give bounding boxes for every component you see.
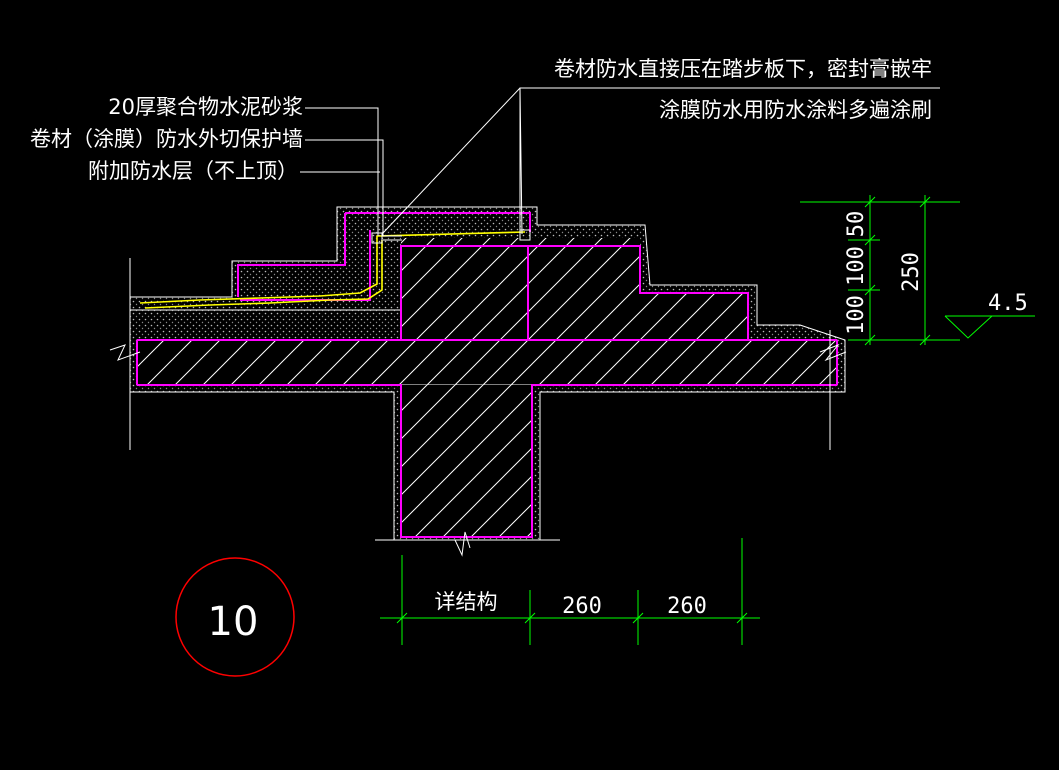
leader-lines [300,87,940,236]
dim-100-upper: 100 [844,246,869,286]
membrane-line [139,231,526,309]
horizontal-dimensions [380,538,760,645]
elevation-value: 4.5 [988,291,1028,316]
concrete-column [401,385,532,537]
dim-260-a: 260 [562,594,602,619]
dim-50: 50 [844,211,869,238]
detail-number: 10 [208,599,259,645]
dim-250: 250 [899,252,924,292]
dim-260-b: 260 [667,594,707,619]
coating-note-label: 涂膜防水用防水涂料多遍涂刷 [659,98,932,122]
concrete-slab [136,339,838,386]
extra-layer-label: 附加防水层（不上顶） [88,159,298,183]
protect-wall-label: 卷材（涂膜）防水外切保护墙 [30,127,303,151]
concrete-steps [401,238,748,340]
membrane-note-label: 卷材防水直接压在踏步板下，密封膏嵌牢 [554,57,932,81]
detail-callout-circle [175,557,295,677]
elevation-symbol [944,315,1035,339]
vertical-dimensions [800,195,960,346]
mortar-label: 20厚聚合物水泥砂浆 [108,95,303,119]
dim-structure: 详结构 [435,590,498,614]
dim-100-lower: 100 [844,295,869,335]
outline-lines [109,229,847,557]
